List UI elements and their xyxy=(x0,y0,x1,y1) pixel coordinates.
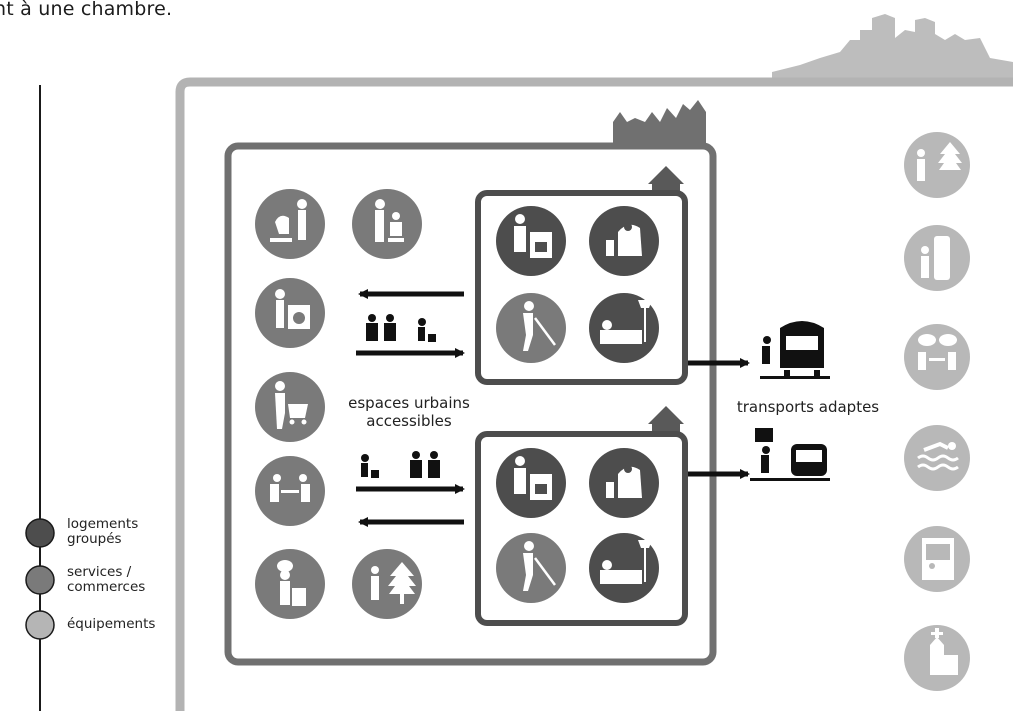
cooking-icon xyxy=(496,206,566,276)
swimming-icon xyxy=(904,425,970,491)
care-icon xyxy=(352,189,422,259)
bed-icon xyxy=(589,293,659,363)
armchair-icon xyxy=(589,206,659,276)
tram-icon xyxy=(760,321,830,379)
cook-icon xyxy=(255,549,325,619)
city-skyline-icon xyxy=(772,14,1013,80)
armchair-icon xyxy=(589,448,659,518)
transport-label: transports adaptes xyxy=(736,398,880,416)
housing-icons-bottom xyxy=(496,448,659,603)
outer-city-frame xyxy=(175,77,1013,711)
caption-fragment: nt à une chambre. xyxy=(0,0,173,20)
legend-dot-services xyxy=(25,565,55,595)
service-workers-icon xyxy=(366,314,436,342)
services-icons xyxy=(255,189,422,619)
cooking-icon xyxy=(496,448,566,518)
park-icon xyxy=(352,549,422,619)
park-icon xyxy=(904,132,970,198)
shopping-cart-icon xyxy=(255,372,325,442)
service-workers-icon xyxy=(361,451,440,478)
cafe-icon xyxy=(904,324,970,390)
legend-label-services: services /commerces xyxy=(67,564,146,595)
legend-dot-housing xyxy=(25,518,55,548)
equipment-icons xyxy=(904,132,970,691)
town-silhouette-icon xyxy=(613,100,706,145)
kiosk-icon xyxy=(904,526,970,592)
poster-column-icon xyxy=(904,225,970,291)
church-icon xyxy=(904,625,970,691)
housing-icons-top xyxy=(496,206,659,363)
legend-label-equipment: équipements xyxy=(67,616,156,632)
legend-timeline xyxy=(25,85,55,711)
legend-dot-equipment xyxy=(25,610,55,640)
bed-icon xyxy=(589,533,659,603)
bus-icon xyxy=(750,428,830,481)
inner-neighbourhood-frame xyxy=(224,142,717,666)
house-roof-icon xyxy=(648,166,684,432)
laundry-icon xyxy=(255,278,325,348)
cleaning-icon xyxy=(496,293,566,363)
cleaning-icon xyxy=(496,533,566,603)
hairdresser-icon xyxy=(255,189,325,259)
restaurant-icon xyxy=(255,456,325,526)
